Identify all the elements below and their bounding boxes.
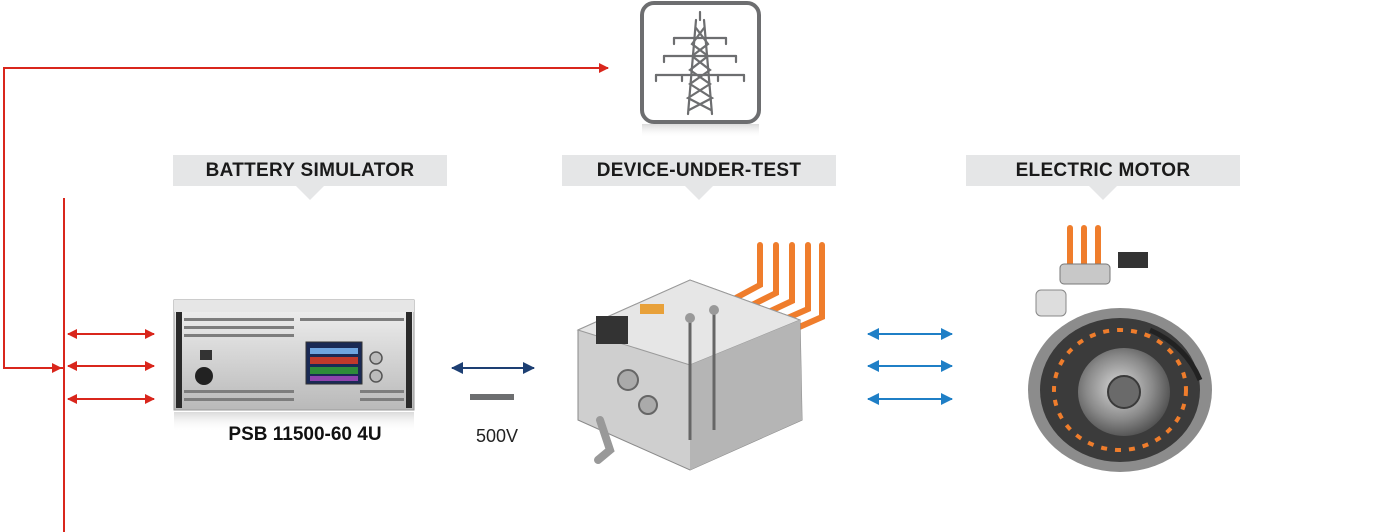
label-pointer [296, 186, 324, 200]
electric-motor-image [1028, 225, 1212, 472]
device-under-test-label-text: DEVICE-UNDER-TEST [596, 160, 802, 181]
battery-simulator-label: BATTERY SIMULATOR [173, 155, 447, 200]
dc-symbol-icon [470, 394, 514, 400]
label-pointer [1089, 186, 1117, 200]
grid-feedback-line [3, 63, 609, 373]
label-pointer [685, 186, 713, 200]
electric-motor-label: ELECTRIC MOTOR [966, 155, 1240, 200]
electric-motor-label-text: ELECTRIC MOTOR [1015, 160, 1191, 181]
power-pylon-icon [640, 1, 761, 138]
battery-simulator-label-text: BATTERY SIMULATOR [205, 160, 415, 181]
device-under-test-label: DEVICE-UNDER-TEST [562, 155, 836, 200]
motor-phase-arrows [867, 328, 953, 405]
battery-simulator-image [173, 299, 415, 432]
ac-phase-arrows [67, 329, 155, 404]
model-caption: PSB 11500-60 4U [228, 424, 382, 445]
device-under-test-image [576, 242, 825, 471]
voltage-caption: 500V [475, 426, 519, 446]
